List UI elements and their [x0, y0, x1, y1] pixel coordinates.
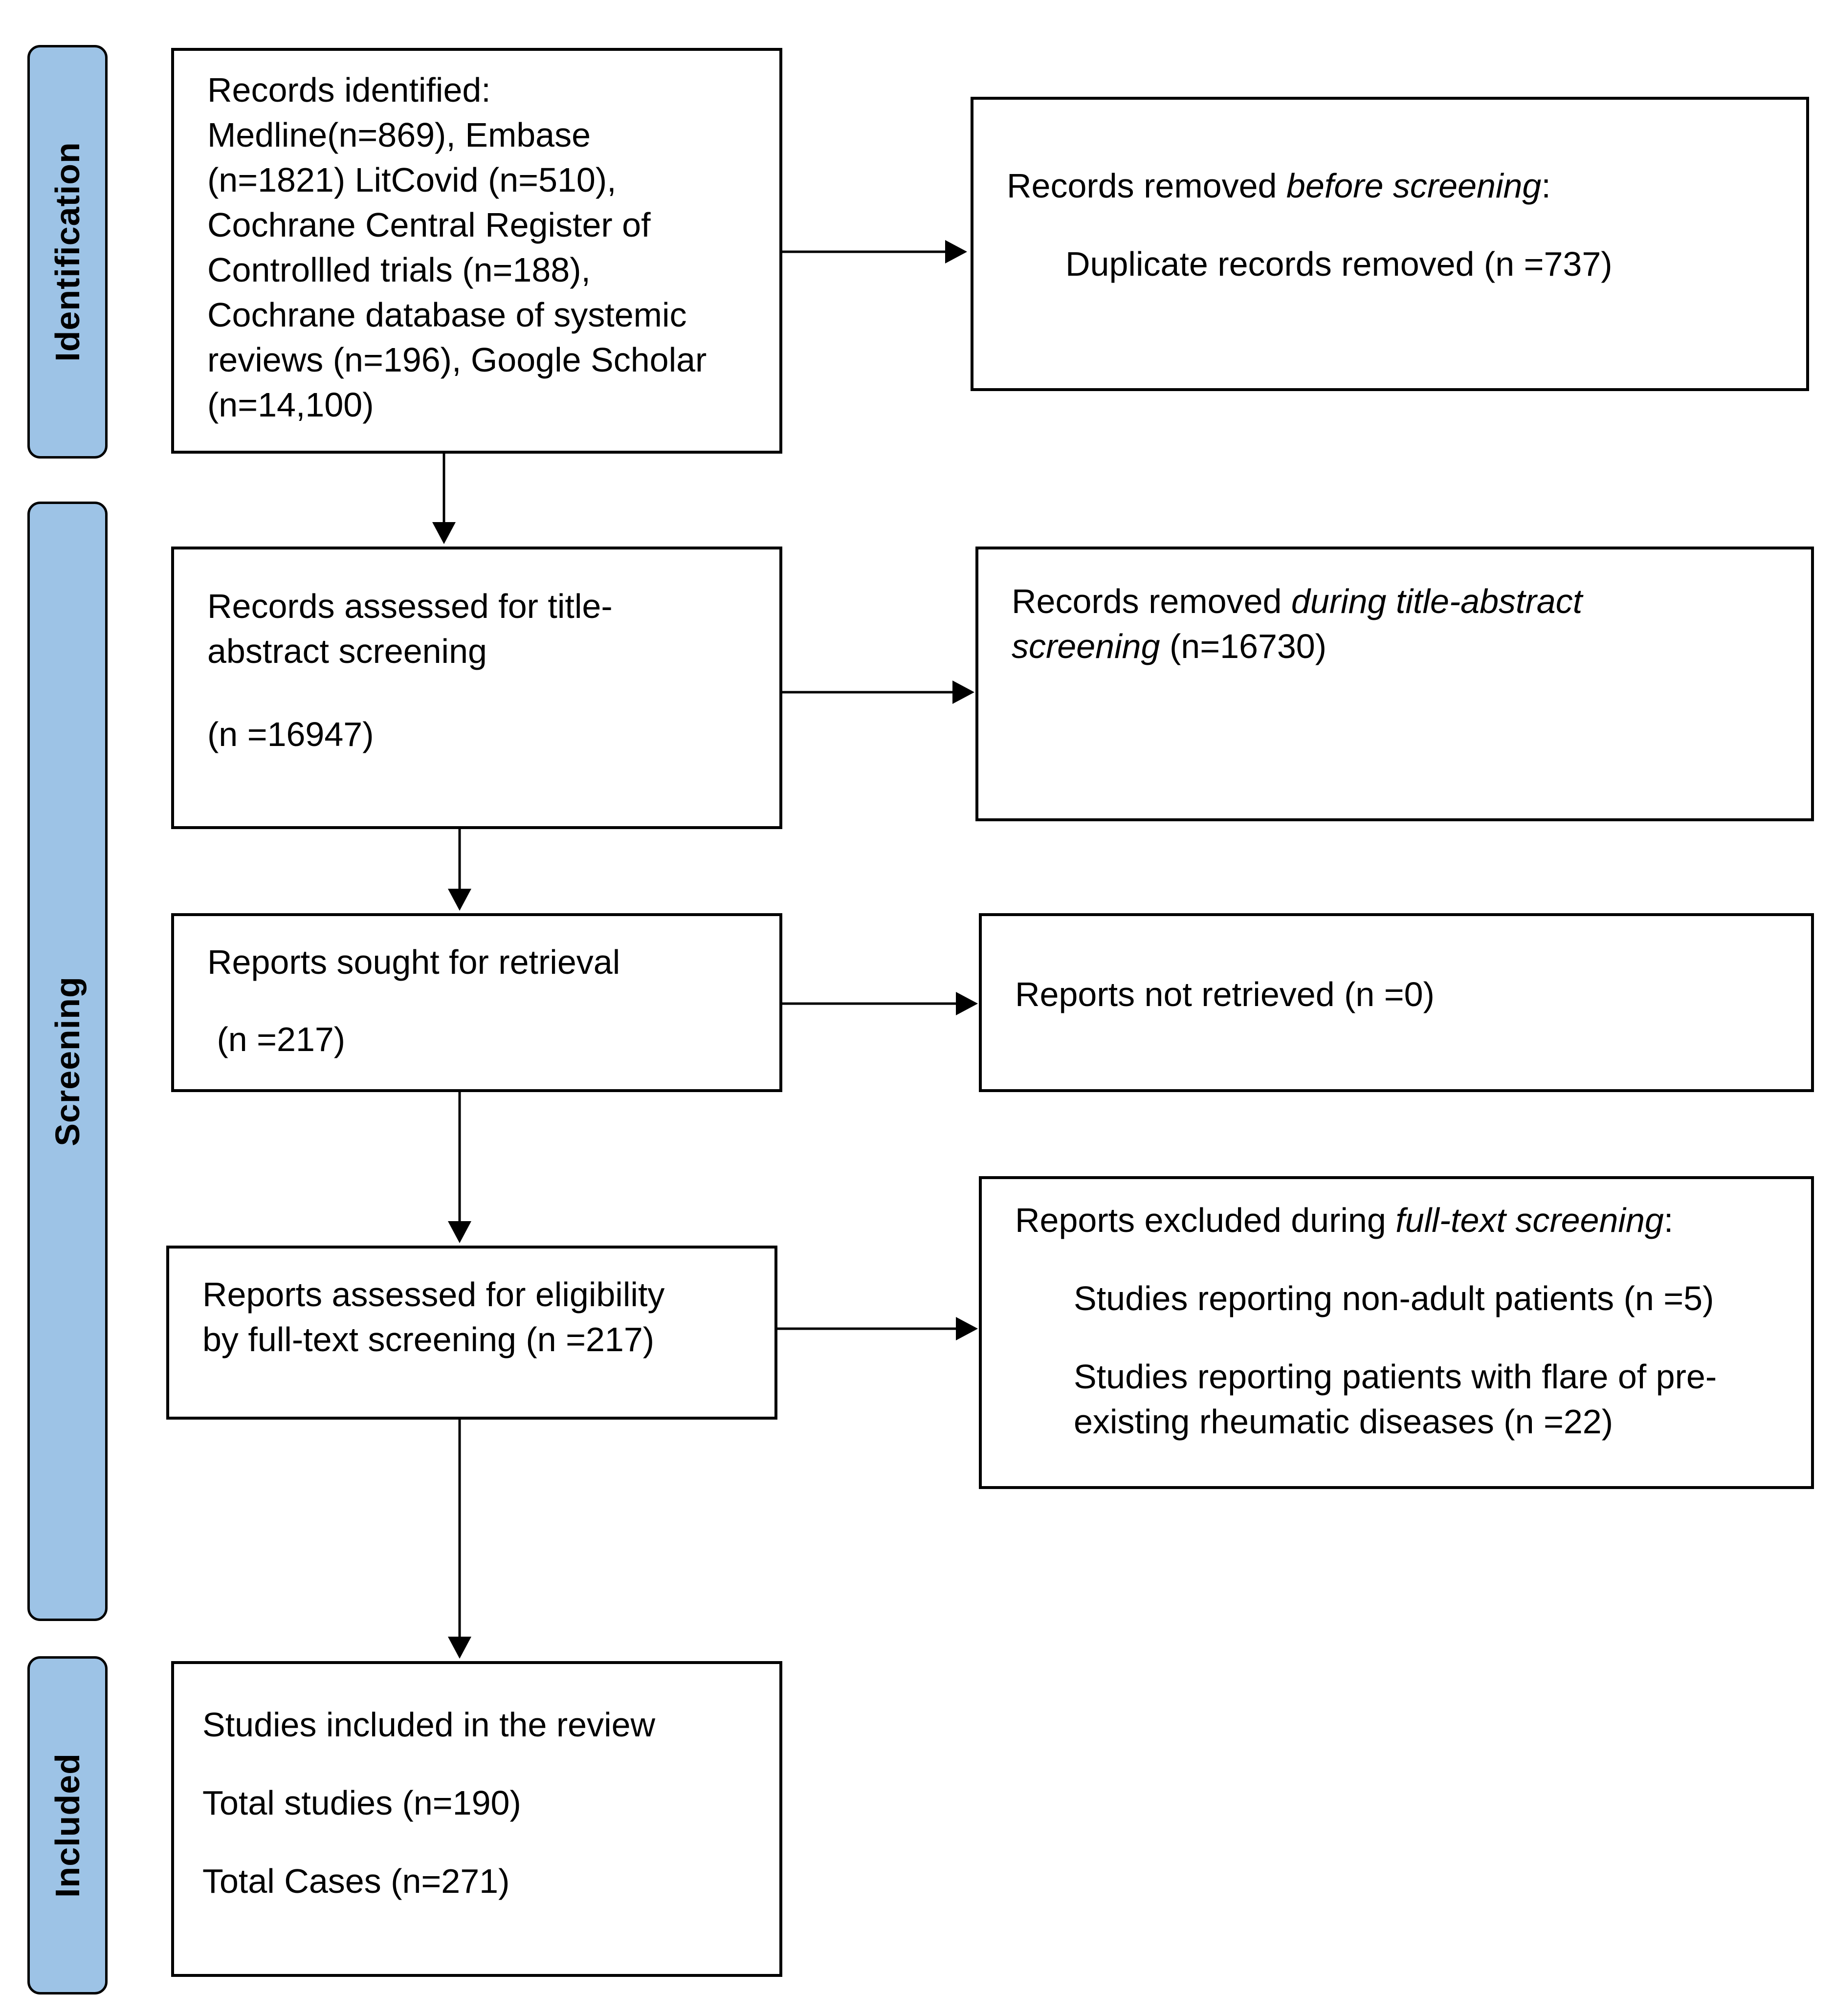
total-cases: Total Cases (n=271): [202, 1862, 510, 1900]
total-studies: Total studies (n=190): [202, 1784, 521, 1822]
studies-included-line: Studies included in the review: [202, 1706, 656, 1744]
arrowhead: [956, 992, 978, 1015]
records-identified-line: Records identified:: [207, 71, 491, 109]
arrowhead: [952, 680, 974, 704]
records-removed-before-heading: Records removed before screening:: [1007, 167, 1551, 205]
records-identified-line: Cochrane Central Register of: [207, 206, 651, 244]
records-identified-line: (n=14,100): [207, 386, 374, 424]
phase-screening: Screening: [27, 502, 108, 1621]
records-removed-before-box: Records removed before screening: Duplic…: [971, 97, 1809, 391]
reports-assessed-eligibility-box: Reports assessed for eligibility by full…: [166, 1246, 777, 1420]
arrowhead: [448, 1221, 471, 1243]
records-identified-line: (n=1821) LitCovid (n=510),: [207, 161, 617, 199]
records-removed-during-line: Records removed during title-abstract: [1012, 582, 1583, 620]
records-assessed-line: Records assessed for title-: [207, 587, 613, 625]
arrowhead: [945, 240, 967, 263]
reports-sought-count: (n =217): [207, 1020, 346, 1058]
records-identified-box: Records identified: Medline(n=869), Emba…: [171, 48, 782, 454]
reports-assessed-eligibility-line: by full-text screening (n =217): [202, 1320, 655, 1359]
arrowhead: [956, 1317, 978, 1340]
arrowhead: [448, 889, 471, 911]
records-assessed-count: (n =16947): [207, 715, 374, 753]
records-removed-during-box: Records removed during title-abstract sc…: [975, 547, 1814, 821]
records-assessed-line: abstract screening: [207, 632, 487, 670]
reports-excluded-box: Reports excluded during full-text screen…: [979, 1176, 1814, 1489]
records-identified-line: Medline(n=869), Embase: [207, 116, 591, 154]
records-removed-during-line: screening (n=16730): [1012, 627, 1327, 665]
exclusion-reason-flare: existing rheumatic diseases (n =22): [1074, 1402, 1614, 1441]
reports-sought-line: Reports sought for retrieval: [207, 943, 620, 981]
records-identified-line: reviews (n=196), Google Scholar: [207, 341, 707, 379]
reports-excluded-heading: Reports excluded during full-text screen…: [1015, 1201, 1674, 1239]
arrowhead: [432, 522, 456, 544]
records-identified-line: Cochrane database of systemic: [207, 296, 687, 334]
exclusion-reason-non-adult: Studies reporting non-adult patients (n …: [1074, 1279, 1714, 1317]
records-assessed-title-abstract-box: Records assessed for title- abstract scr…: [171, 547, 782, 829]
exclusion-reason-flare: Studies reporting patients with flare of…: [1074, 1358, 1717, 1396]
phase-identification: Identification: [27, 45, 108, 459]
phase-included: Included: [27, 1656, 108, 1994]
duplicate-records-removed: Duplicate records removed (n =737): [1065, 245, 1613, 283]
reports-assessed-eligibility-line: Reports assessed for eligibility: [202, 1275, 665, 1314]
studies-included-box: Studies included in the review Total stu…: [171, 1661, 782, 1977]
reports-sought-box: Reports sought for retrieval (n =217): [171, 913, 782, 1092]
records-identified-line: Controllled trials (n=188),: [207, 251, 591, 289]
reports-not-retrieved-text: Reports not retrieved (n =0): [1015, 975, 1435, 1013]
arrowhead: [448, 1637, 471, 1659]
reports-not-retrieved-box: Reports not retrieved (n =0): [979, 913, 1814, 1092]
